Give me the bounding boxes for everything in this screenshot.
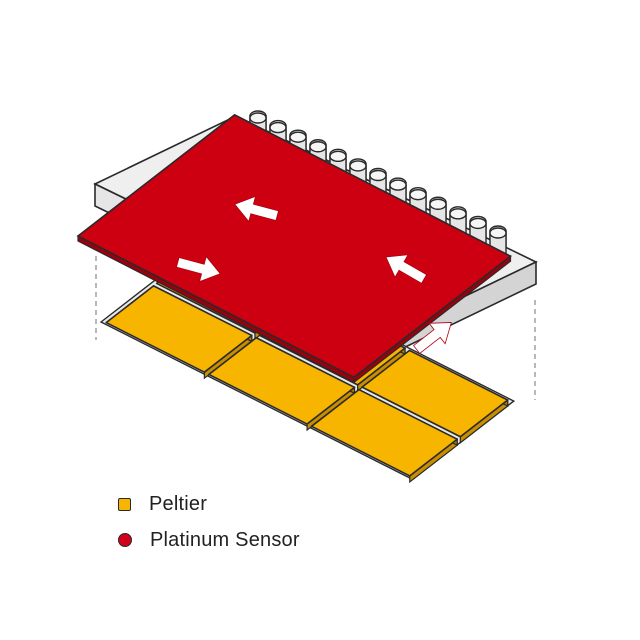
legend-label-platinum-sensor: Platinum Sensor xyxy=(150,528,300,551)
arrow-up-right xyxy=(413,322,452,355)
legend-item-platinum-sensor: Platinum Sensor xyxy=(118,522,300,558)
peltier-swatch xyxy=(118,497,131,511)
plate-top xyxy=(76,113,513,379)
peltier-tile xyxy=(310,388,458,484)
peltier-tile xyxy=(105,284,253,380)
legend-item-peltier: Peltier xyxy=(118,486,300,522)
flow-arrows xyxy=(175,195,452,355)
arrow-left xyxy=(234,195,280,223)
platinum-sensor-plate xyxy=(76,113,513,384)
legend: Peltier Platinum Sensor xyxy=(118,486,300,558)
heatsink-fin xyxy=(489,227,507,256)
peltier-tile xyxy=(208,336,356,432)
alignment-guides xyxy=(95,256,536,400)
arrow-right xyxy=(175,255,221,283)
arrow-up-left xyxy=(385,254,428,284)
peltier-tile xyxy=(361,349,509,444)
legend-label-peltier: Peltier xyxy=(149,492,208,515)
platinum-sensor-swatch xyxy=(118,533,132,547)
